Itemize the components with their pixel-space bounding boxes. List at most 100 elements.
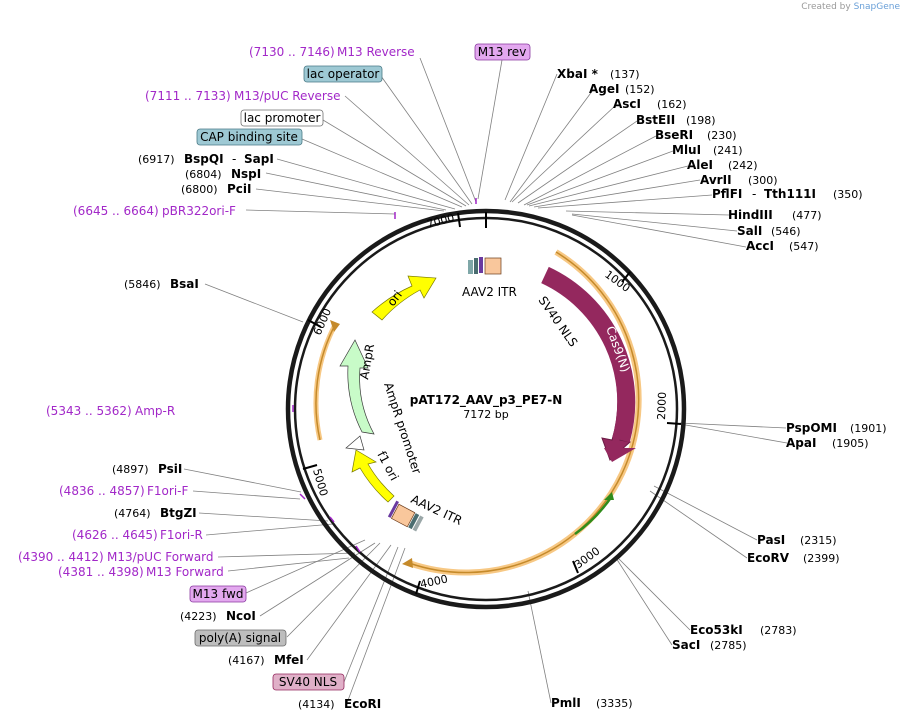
primer-marks xyxy=(292,198,477,553)
pbr322ori-f-label: pBR322ori-F xyxy=(162,204,236,218)
credit-prefix: Created by xyxy=(801,2,851,12)
cas9-arc-arrowhead xyxy=(402,558,413,568)
psti-pos: (4897) xyxy=(112,463,149,476)
nspi-pos: (6804) xyxy=(185,168,222,181)
snapgene-credit: Created by SnapGene xyxy=(801,2,900,12)
tick-5000: 5000 xyxy=(310,467,330,497)
aav2-itr-top-label: AAV2 ITR xyxy=(462,285,517,299)
eco53ki-label: Eco53kI xyxy=(690,623,743,637)
sali-pos: (546) xyxy=(771,225,801,238)
amp-r-label: Amp-R xyxy=(135,404,175,418)
ncoi-label: NcoI xyxy=(226,609,256,623)
avrii-label: AvrII xyxy=(700,173,732,187)
agei-label: AgeI xyxy=(589,82,619,96)
bspqi-pos: (6917) xyxy=(138,153,175,166)
bsai-label: BsaI xyxy=(170,277,199,291)
sv40-nls-box xyxy=(272,673,345,691)
m13-puc-reverse-label: M13/pUC Reverse xyxy=(234,89,341,103)
snapgene-logo: SnapGene xyxy=(853,2,900,12)
pflfi-pos: (350) xyxy=(833,188,863,201)
hindiii-label: HindIII xyxy=(728,208,773,222)
asci-pos: (162) xyxy=(657,98,687,111)
bsteii-label: BstEII xyxy=(636,113,675,127)
ecorv-pos: (2399) xyxy=(803,552,840,565)
mfei-pos: (4167) xyxy=(228,654,265,667)
alei-pos: (242) xyxy=(728,159,758,172)
connector-lines xyxy=(183,57,788,704)
ori-feature xyxy=(371,275,437,321)
mfei-label: MfeI xyxy=(274,653,304,667)
pspomi-label: PspOMI xyxy=(786,421,837,435)
alei-label: AleI xyxy=(687,158,713,172)
apai-label: ApaI xyxy=(786,436,816,450)
pbr322ori-f-range: (6645 .. 6664) xyxy=(73,204,159,218)
lac-operator-box xyxy=(303,65,383,83)
pcii-label: PciI xyxy=(227,182,252,196)
sv40-nls-box-label: SV40 NLS xyxy=(279,675,337,689)
pcii-pos: (6800) xyxy=(181,183,218,196)
m13-reverse-label: M13 Reverse xyxy=(337,45,415,59)
f1ori-r-label: F1ori-R xyxy=(160,528,203,542)
ampr-promoter-feature xyxy=(345,435,365,451)
bseri-label: BseRI xyxy=(655,128,693,142)
xbai-label: XbaI * xyxy=(557,67,599,81)
plasmid-name: pAT172_AAV_p3_PE7-N xyxy=(410,393,563,408)
polya-signal-box xyxy=(194,629,287,647)
pmli-pos: (3335) xyxy=(596,697,633,710)
hindiii-pos: (477) xyxy=(792,209,822,222)
bseri-pos: (230) xyxy=(707,129,737,142)
m13-rev-label: M13 rev xyxy=(478,45,527,59)
avrii-pos: (300) xyxy=(748,174,778,187)
ncoi-pos: (4223) xyxy=(180,610,217,623)
acci-pos: (547) xyxy=(789,240,819,253)
bsai-pos: (5846) xyxy=(124,278,161,291)
cas9-body xyxy=(541,266,636,443)
saci-pos: (2785) xyxy=(710,639,747,652)
polya-signal-label: poly(A) signal xyxy=(199,631,281,645)
pmli-label: PmlI xyxy=(551,696,581,710)
tth111i-label: Tth111I xyxy=(764,187,816,201)
f1ori-f-range: (4836 .. 4857) xyxy=(59,484,145,498)
f1-ori-label: f1 ori xyxy=(374,449,401,483)
lac-promoter-label: lac promoter xyxy=(244,111,321,125)
ampr-primer-arc xyxy=(313,321,339,441)
backbone-outer xyxy=(285,208,687,610)
ampr-feature xyxy=(339,339,375,435)
tick-4000: 4000 xyxy=(419,572,449,591)
btgzi-pos: (4764) xyxy=(114,507,151,520)
cas9-arrowhead xyxy=(604,448,636,462)
aav2-itr-bottom xyxy=(387,500,424,532)
saci-label: SacI xyxy=(672,638,700,652)
lac-promoter-box xyxy=(240,109,324,127)
f1ori-f-label: F1ori-F xyxy=(147,484,188,498)
xbai-pos: (137) xyxy=(610,68,640,81)
m13-reverse-range: (7130 .. 7146) xyxy=(249,45,335,59)
bsteii-pos: (198) xyxy=(686,114,716,127)
m13-fwd-label: M13 fwd xyxy=(193,587,244,601)
pflfi-label: PflFI xyxy=(712,187,742,201)
sali-label: SalI xyxy=(737,224,762,238)
m13-puc-forward-label: M13/pUC Forward xyxy=(107,550,214,564)
bspqi-sep: - xyxy=(232,152,236,166)
ampr-primer-arc-core xyxy=(315,322,337,441)
f1ori-r-range: (4626 .. 4645) xyxy=(72,528,158,542)
m13-fwd-box xyxy=(189,585,247,603)
cap-binding-site-label: CAP binding site xyxy=(200,130,298,144)
plasmid-size: 7172 bp xyxy=(463,408,508,421)
tick-2000: 2000 xyxy=(655,392,669,420)
f1-ori-feature xyxy=(351,449,395,503)
pflfi-sep: - xyxy=(752,187,756,201)
ampr-arc-arrowhead xyxy=(330,320,340,332)
apai-pos: (1905) xyxy=(832,437,869,450)
m13-puc-reverse-range: (7111 .. 7133) xyxy=(145,89,231,103)
nspi-label: NspI xyxy=(231,167,261,181)
m13-forward-range: (4381 .. 4398) xyxy=(58,565,144,579)
asci-label: AscI xyxy=(613,97,641,111)
amp-r-range: (5343 .. 5362) xyxy=(46,404,132,418)
cas9-primer-arc xyxy=(408,249,642,576)
agei-pos: (152) xyxy=(625,83,655,96)
pasi-label: PasI xyxy=(757,533,785,547)
psti-label: PsiI xyxy=(158,462,182,476)
bspqi-label: BspQI xyxy=(184,152,224,166)
